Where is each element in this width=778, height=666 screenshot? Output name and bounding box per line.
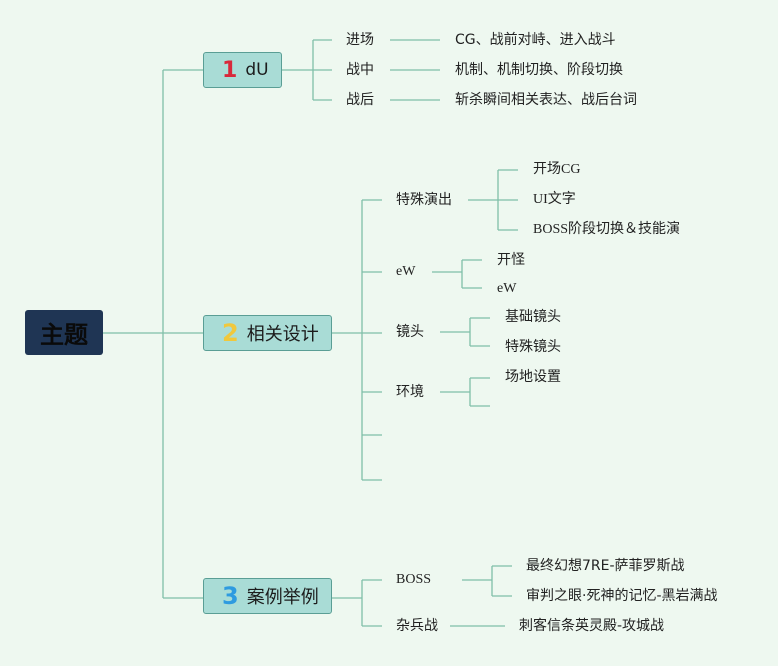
leaf-basic-camera[interactable]: 基础镜头 xyxy=(505,309,561,325)
connector xyxy=(440,317,490,347)
leaf-special-camera[interactable]: 特殊镜头 xyxy=(505,339,561,355)
subtopic-zhanhou[interactable]: 战后 xyxy=(346,92,374,108)
connector xyxy=(282,39,332,101)
detail-jinchang[interactable]: CG、战前对峙、进入战斗 xyxy=(455,32,616,48)
leaf-judgment[interactable]: 审判之眼·死神的记忆-黑岩满战 xyxy=(526,588,718,604)
leaf-ui-text[interactable]: UI文字 xyxy=(533,192,576,207)
subtopic-environment[interactable]: 环境 xyxy=(396,384,424,400)
subtopic-boss[interactable]: BOSS xyxy=(396,572,432,587)
topic-node-2[interactable]: 2 相关设计 xyxy=(203,315,332,351)
leaf-boss-phase[interactable]: BOSS阶段切换＆技能演 xyxy=(533,222,681,237)
topic-node-3[interactable]: 3 案例举例 xyxy=(203,578,332,614)
number-1-icon: 1 xyxy=(222,57,238,83)
topic-node-1[interactable]: 1 dU xyxy=(203,52,282,88)
subtopic-zhanzhong[interactable]: 战中 xyxy=(346,62,374,78)
detail-zhanhou[interactable]: 斩杀瞬间相关表达、战后台词 xyxy=(455,92,637,108)
connector xyxy=(432,259,482,289)
leaf-opening-cg[interactable]: 开场CG xyxy=(533,162,581,177)
detail-zhanzhong[interactable]: 机制、机制切换、阶段切换 xyxy=(455,62,623,78)
topic-label: 相关设计 xyxy=(246,324,319,345)
leaf-ew[interactable]: eW xyxy=(497,281,517,296)
subtopic-camera[interactable]: 镜头 xyxy=(396,324,424,340)
subtopic-jinchang[interactable]: 进场 xyxy=(346,32,374,48)
subtopic-special-show[interactable]: 特殊演出 xyxy=(396,192,452,208)
connector xyxy=(332,199,382,481)
connector xyxy=(332,579,382,627)
subtopic-ew[interactable]: eW xyxy=(396,264,416,279)
connector xyxy=(103,69,203,599)
subtopic-minion-fight[interactable]: 杂兵战 xyxy=(396,618,438,634)
connector xyxy=(468,169,518,231)
leaf-kaiguai[interactable]: 开怪 xyxy=(497,252,525,268)
connector xyxy=(462,565,512,597)
leaf-ac-valhalla[interactable]: 刺客信条英灵殿-攻城战 xyxy=(519,618,665,634)
leaf-ff7re[interactable]: 最终幻想7RE-萨菲罗斯战 xyxy=(526,558,685,574)
root-label: 主题 xyxy=(40,321,88,349)
connector xyxy=(390,39,440,101)
connector xyxy=(440,377,490,407)
topic-label: 案例举例 xyxy=(246,587,319,608)
root-node[interactable]: 主题 xyxy=(25,310,103,355)
number-2-icon: 2 xyxy=(222,319,239,347)
number-3-icon: 3 xyxy=(222,582,239,610)
leaf-venue-setup[interactable]: 场地设置 xyxy=(505,369,561,385)
topic-label: dU xyxy=(245,60,269,80)
